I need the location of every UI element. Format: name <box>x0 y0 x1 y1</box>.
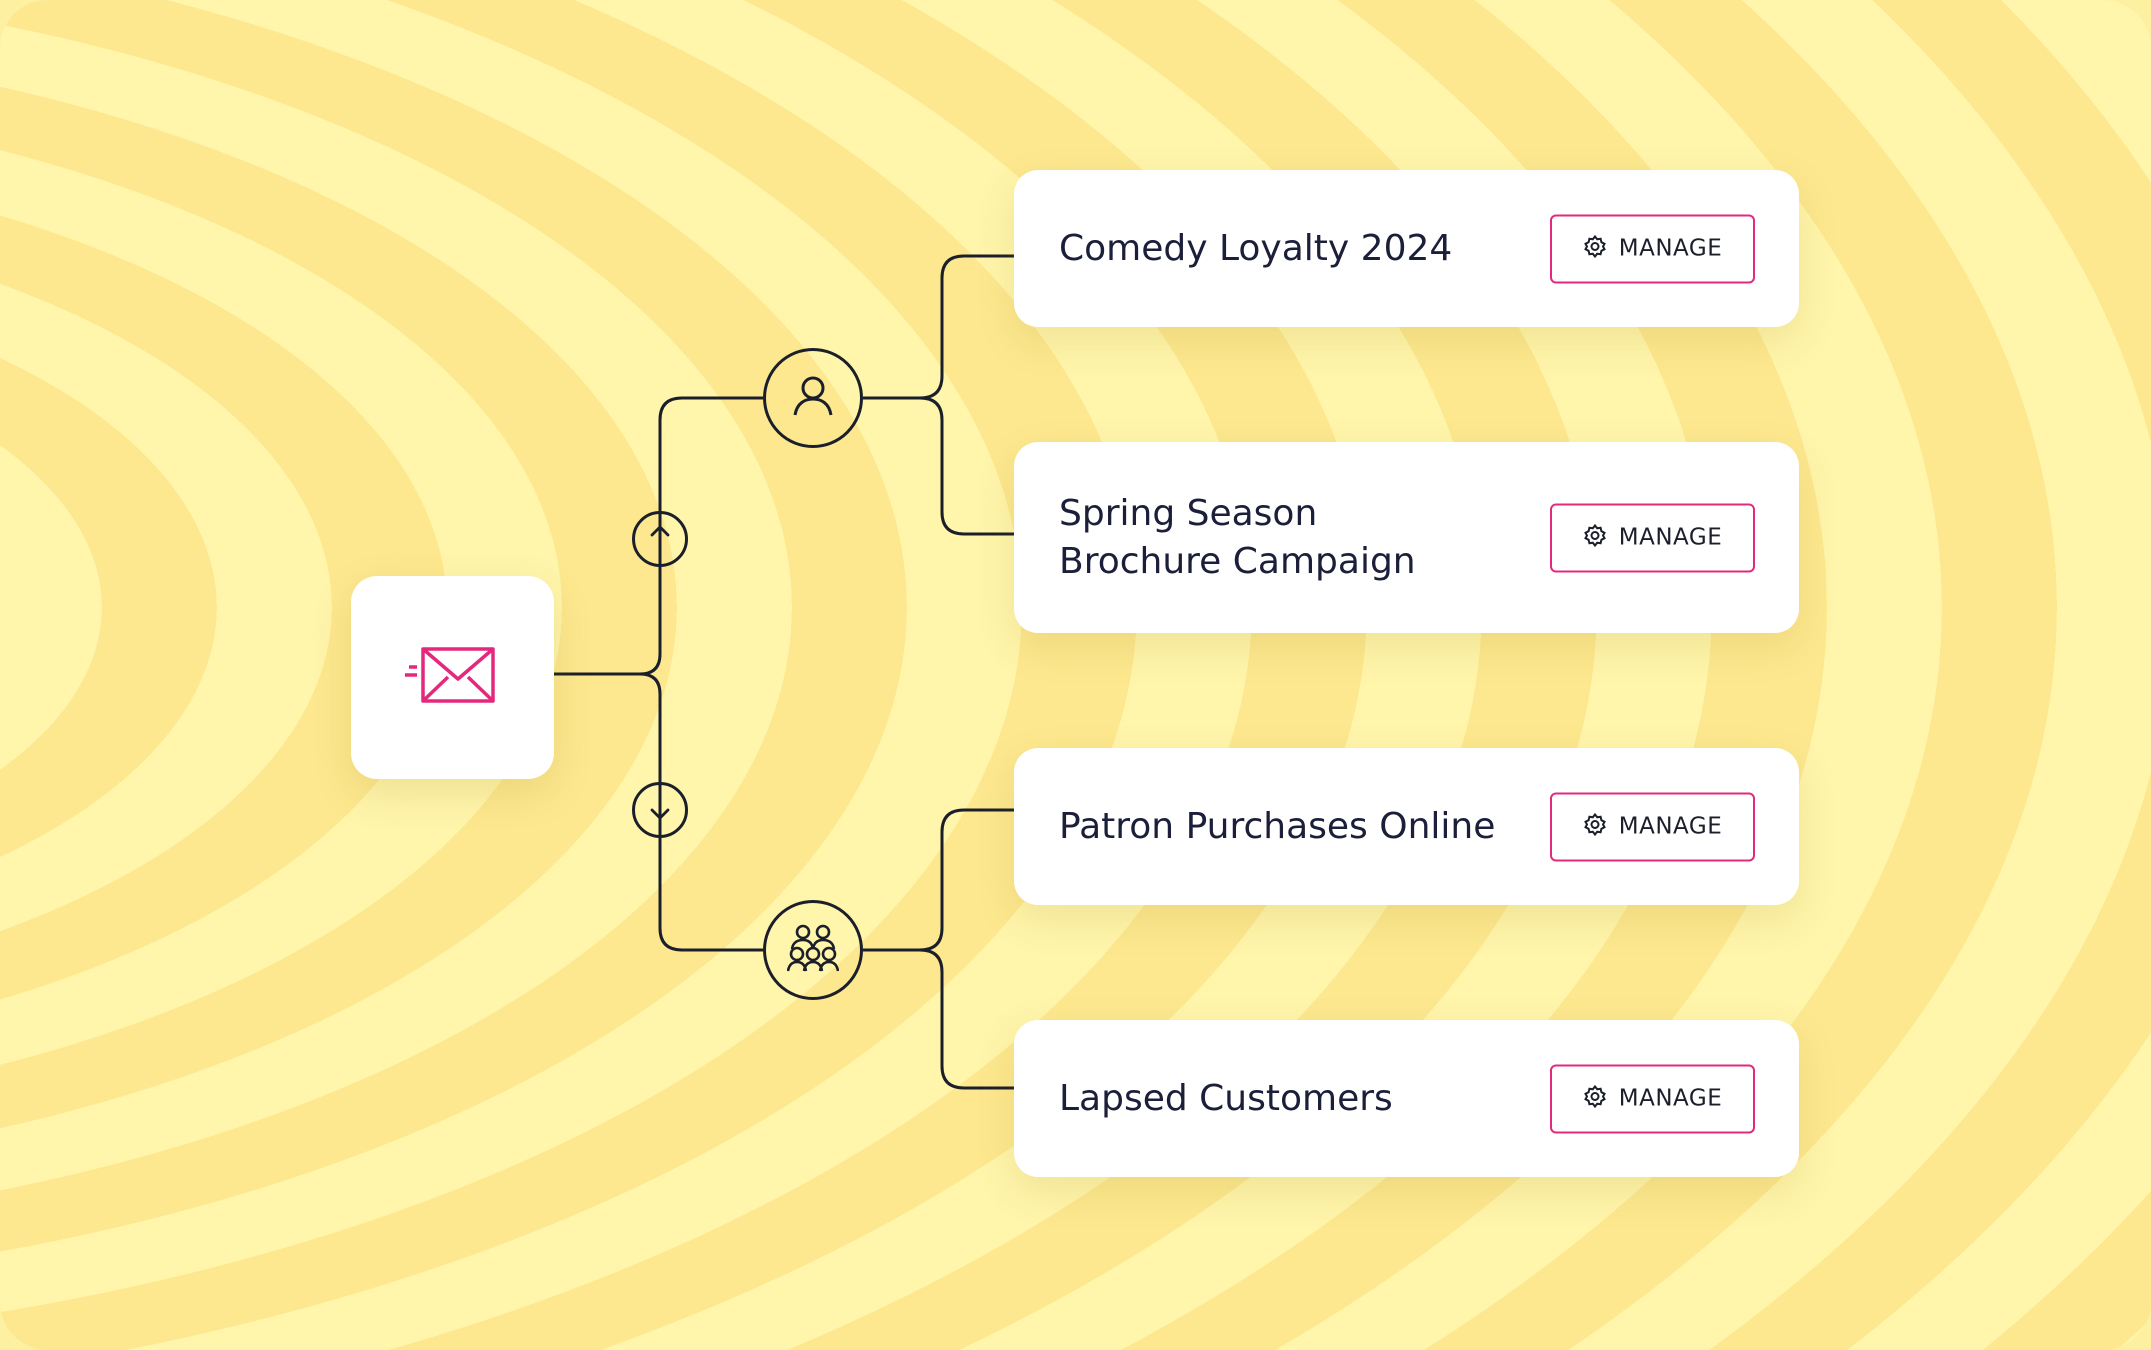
manage-button[interactable]: MANAGE <box>1550 503 1755 572</box>
move-up-button[interactable] <box>632 511 688 567</box>
group-icon <box>786 923 840 977</box>
user-icon <box>790 373 836 423</box>
campaign-title: Spring Season Brochure Campaign <box>1059 492 1416 582</box>
gear-icon <box>1583 234 1607 263</box>
manage-button[interactable]: MANAGE <box>1550 792 1755 861</box>
gear-icon <box>1583 812 1607 841</box>
manage-button[interactable]: MANAGE <box>1550 214 1755 283</box>
campaign-title: Lapsed Customers <box>1059 1077 1393 1119</box>
campaign-card: Spring Season Brochure Campaign MANAGE <box>1014 442 1799 633</box>
manage-button[interactable]: MANAGE <box>1550 1064 1755 1133</box>
campaign-card: Patron Purchases Online MANAGE <box>1014 748 1799 905</box>
campaign-title: Patron Purchases Online <box>1059 805 1496 847</box>
user-node[interactable] <box>763 348 863 448</box>
manage-label: MANAGE <box>1618 1085 1723 1112</box>
manage-label: MANAGE <box>1618 235 1723 262</box>
group-node[interactable] <box>763 900 863 1000</box>
campaign-card: Lapsed Customers MANAGE <box>1014 1020 1799 1177</box>
gear-icon <box>1583 523 1607 552</box>
arrow-up-icon <box>648 523 672 555</box>
gear-icon <box>1583 1084 1607 1113</box>
campaign-title: Comedy Loyalty 2024 <box>1059 227 1453 269</box>
email-send-icon <box>403 641 503 715</box>
move-down-button[interactable] <box>632 782 688 838</box>
campaign-card: Comedy Loyalty 2024 MANAGE <box>1014 170 1799 327</box>
manage-label: MANAGE <box>1618 813 1723 840</box>
manage-label: MANAGE <box>1618 524 1723 551</box>
arrow-down-icon <box>648 794 672 826</box>
email-source-node[interactable] <box>351 576 554 779</box>
